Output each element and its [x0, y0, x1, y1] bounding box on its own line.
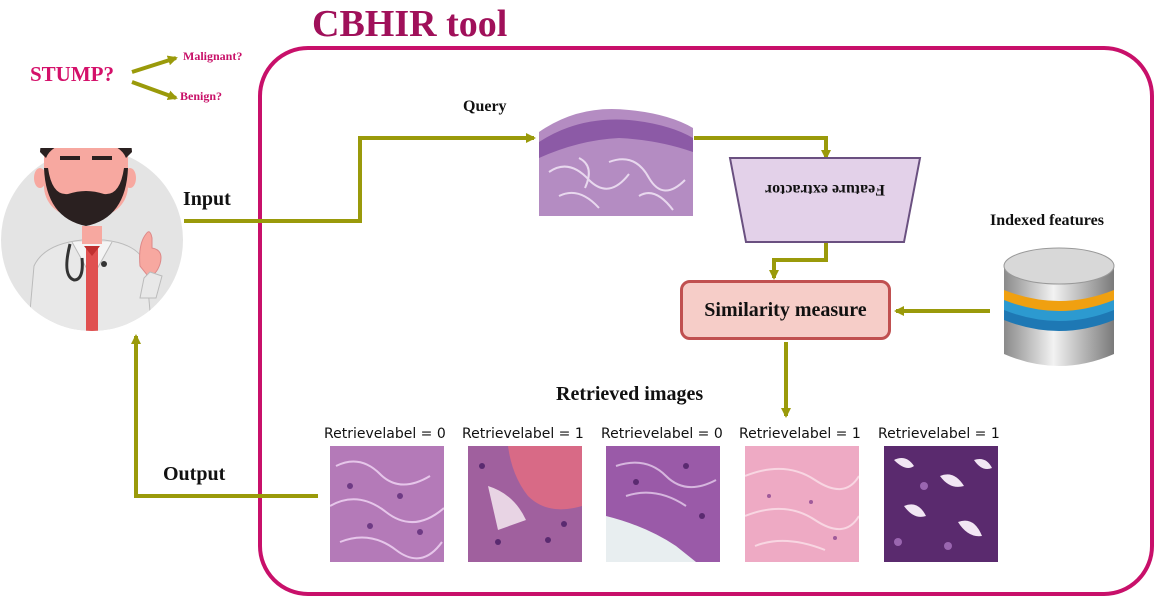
feature-extractor-label: Feature extractor — [764, 181, 886, 198]
query-image — [539, 62, 693, 216]
retrieved-label-1: Retrievelabel = 0 — [324, 426, 446, 442]
stump-question: STUMP? — [30, 62, 114, 86]
cbhir-tool-frame — [258, 46, 1154, 596]
extractor-to-similarity-arrow — [769, 242, 828, 280]
retrieved-image-4 — [745, 446, 859, 562]
query-to-extractor-arrow — [694, 136, 831, 160]
doctor-avatar — [1, 148, 183, 331]
output-arrow — [131, 334, 318, 498]
retrieved-label-4: Retrievelabel = 1 — [739, 426, 861, 442]
malignant-arrow — [131, 55, 178, 74]
benign-arrow — [131, 80, 178, 100]
retrieved-label-2: Retrievelabel = 1 — [462, 426, 584, 442]
input-arrow — [184, 133, 536, 223]
feature-extractor-shape — [728, 157, 922, 243]
retrieved-image-2 — [468, 446, 582, 562]
input-label: Input — [183, 188, 231, 210]
retrieved-image-1 — [330, 446, 444, 562]
retrieved-image-3 — [606, 446, 720, 562]
benign-option: Benign? — [180, 89, 223, 103]
indexed-features-label: Indexed features — [990, 212, 1104, 229]
output-label: Output — [163, 463, 226, 485]
database-icon — [1003, 247, 1115, 366]
malignant-option: Malignant? — [183, 49, 243, 63]
retrieved-label-5: Retrievelabel = 1 — [878, 426, 1000, 442]
retrieved-label-3: Retrievelabel = 0 — [601, 426, 723, 442]
diagram-title: CBHIR tool — [312, 3, 508, 45]
similarity-measure-box: Similarity measure — [680, 280, 891, 340]
query-label: Query — [463, 98, 507, 115]
retrieved-images-label: Retrieved images — [556, 383, 704, 405]
retrieved-image-5 — [884, 446, 998, 562]
